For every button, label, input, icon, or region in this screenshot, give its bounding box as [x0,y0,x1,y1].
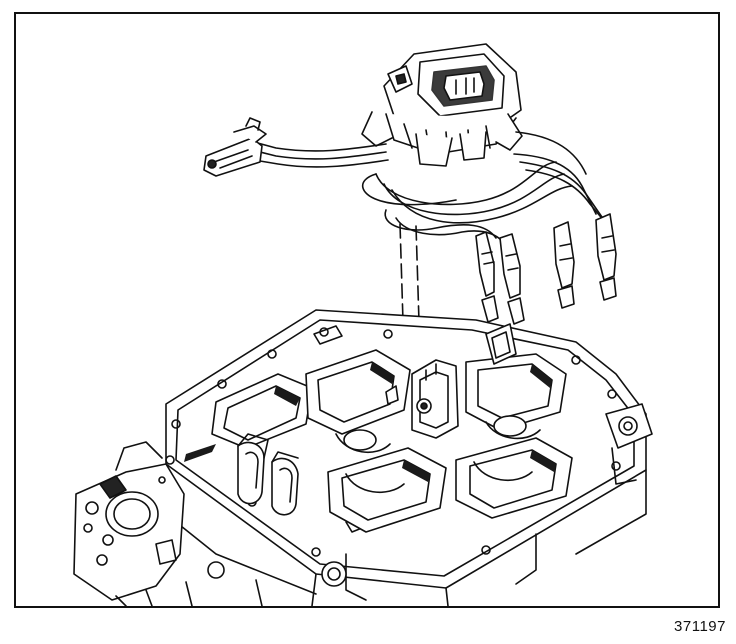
engine-illustration [73,43,653,606]
intake-manifold [165,309,653,606]
fuel-injector-harness [203,43,617,355]
sensor-body [203,137,263,177]
thermostat-housing [73,441,347,606]
injector-wire-bundle [375,161,557,206]
shading-accents [184,362,556,482]
illustration-frame [14,12,720,608]
injector-connector-4 [595,213,617,301]
injector-connector-3 [553,221,575,309]
flange-slot [313,325,343,345]
injector-connector-1 [475,231,499,323]
center-bracket [411,359,459,439]
sensor-lead [253,141,387,152]
injector-connector-2 [499,233,525,325]
figure-number: 371197 [674,618,726,635]
coolant-pipe [237,441,265,505]
